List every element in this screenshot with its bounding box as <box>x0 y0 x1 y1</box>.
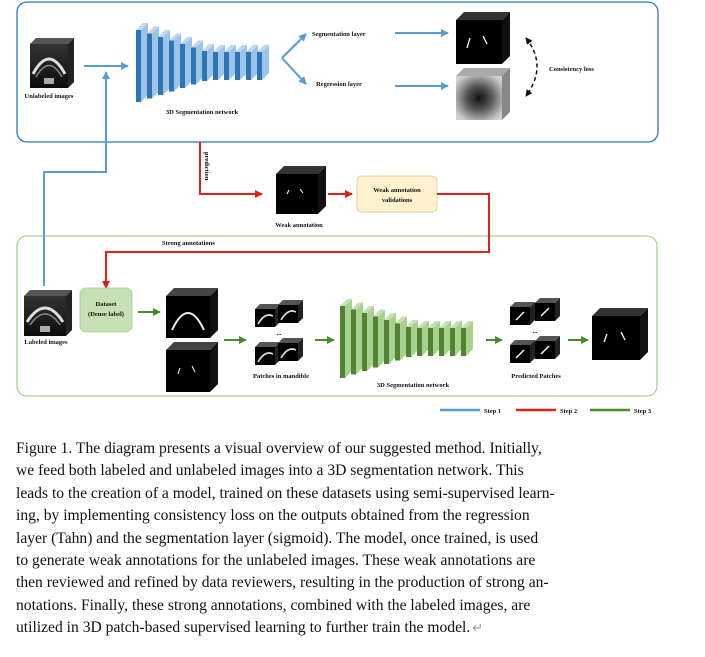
labeled-image-cube <box>24 290 72 336</box>
network-layer <box>235 45 247 80</box>
network-layer <box>351 302 363 375</box>
weak-validation-line1: Weak annotation <box>373 187 421 194</box>
legend-item: Step 3 <box>590 408 652 415</box>
patch-cube <box>510 340 535 363</box>
network-layer <box>136 23 148 102</box>
network-layer <box>417 321 429 356</box>
regression-layer-label: Regression layer <box>316 81 362 88</box>
weak-annotation-cube <box>276 166 326 214</box>
arrow-prediction <box>199 142 263 198</box>
weak-annotation-label: Weak annotation <box>275 222 323 229</box>
segmentation-network-top <box>136 23 269 102</box>
prediction-label: prediction <box>203 152 210 181</box>
caption-line: leads to the creation of a model, traine… <box>16 484 555 502</box>
network-layer <box>191 40 203 85</box>
predicted-patches <box>510 298 560 363</box>
method-diagram: Unlabeled images 3D Segmentation network… <box>16 1 659 415</box>
weak-validation-line2: validations <box>382 197 413 204</box>
seg-network-top-label: 3D Segmentation network <box>166 109 239 116</box>
labeled-images-label: Labeled images <box>24 339 68 346</box>
network-layer <box>340 299 352 378</box>
seg-network-bottom-label: 3D Segmentation network <box>377 382 450 389</box>
caption-line: then reviewed and refined by data review… <box>16 574 549 592</box>
legend-label: Step 1 <box>484 408 501 415</box>
network-layer <box>224 45 236 80</box>
consistency-loss-arc <box>525 37 538 97</box>
network-layer <box>461 321 473 356</box>
dataset-line1: Dataset <box>96 301 118 308</box>
arrow-to-reg-layer <box>281 57 307 85</box>
strong-annotations-label: Strong annotations <box>162 240 215 247</box>
dataset-image-cube <box>166 288 218 338</box>
network-layer <box>439 321 451 356</box>
step3-box <box>16 235 658 397</box>
network-layer <box>158 30 170 95</box>
network-layer <box>213 45 225 80</box>
caption-line: ing, by implementing consistency loss on… <box>16 507 530 525</box>
network-layer <box>428 321 440 356</box>
network-layer <box>450 321 462 356</box>
patch-cube <box>278 338 303 361</box>
caption-line: notations. Finally, these strong annotat… <box>16 596 531 614</box>
network-layer <box>384 313 396 364</box>
caption-line: we feed both labeled and unlabeled image… <box>16 462 524 480</box>
segmentation-network-bottom <box>340 299 473 378</box>
dataset-line2: (Dense label) <box>88 311 124 318</box>
segmentation-output-cube <box>456 12 510 64</box>
arrow-labeled-to-network <box>43 71 110 286</box>
unlabeled-image-cube <box>30 38 74 88</box>
patches-ellipsis-top: ... <box>277 330 282 337</box>
patch-cube <box>255 304 280 327</box>
step1-box <box>16 1 659 143</box>
legend-label: Step 3 <box>634 408 652 415</box>
return-mark-icon: ↵ <box>472 620 484 636</box>
legend: Step 1 Step 2 Step 3 <box>440 408 652 415</box>
unlabeled-images-label: Unlabeled images <box>25 93 74 100</box>
segmentation-layer-label: Segmentation layer <box>312 31 366 38</box>
consistency-loss-label: Consistency loss <box>549 66 594 73</box>
network-layer <box>373 309 385 368</box>
final-output-cube <box>592 308 648 360</box>
caption-line: utilized in 3D patch-based supervised le… <box>16 619 471 637</box>
legend-label: Step 2 <box>560 408 577 415</box>
dataset-label-cube <box>166 342 218 392</box>
caption-line: Figure 1. The diagram presents a visual … <box>16 440 542 457</box>
caption-line-last: utilized in 3D patch-based supervised le… <box>16 617 656 639</box>
patch-cube <box>535 336 560 359</box>
patch-cube <box>510 302 535 325</box>
arrow-strong-annotations <box>102 193 490 289</box>
caption-line: layer (Tahn) and the segmentation layer … <box>16 529 539 547</box>
network-layer <box>147 26 159 99</box>
dataset-box <box>79 287 133 333</box>
legend-item: Step 2 <box>516 408 577 415</box>
caption-line: to generate weak annotations for the unl… <box>16 552 536 570</box>
legend-item: Step 1 <box>440 408 501 415</box>
network-layer <box>395 316 407 361</box>
network-layer <box>362 306 374 371</box>
network-layer <box>180 37 192 88</box>
predicted-patches-label: Predicted Patches <box>511 373 561 380</box>
network-layer <box>406 320 418 357</box>
patch-cube <box>535 298 560 321</box>
patches-in-mandible-label: Patches in mandible <box>253 373 309 380</box>
arrow-to-seg-layer <box>281 33 307 59</box>
patch-cube <box>255 342 280 365</box>
predicted-ellipsis: ... <box>533 328 538 335</box>
network-layer <box>202 44 214 81</box>
patches-in-mandible <box>255 300 303 365</box>
figure-caption: Figure 1. The diagram presents a visual … <box>16 438 656 640</box>
weak-validation-box <box>356 175 438 213</box>
network-layer <box>246 45 258 80</box>
regression-output-cube <box>456 68 510 120</box>
network-layer <box>257 45 269 80</box>
network-layer <box>169 33 181 92</box>
patch-cube <box>278 300 303 323</box>
